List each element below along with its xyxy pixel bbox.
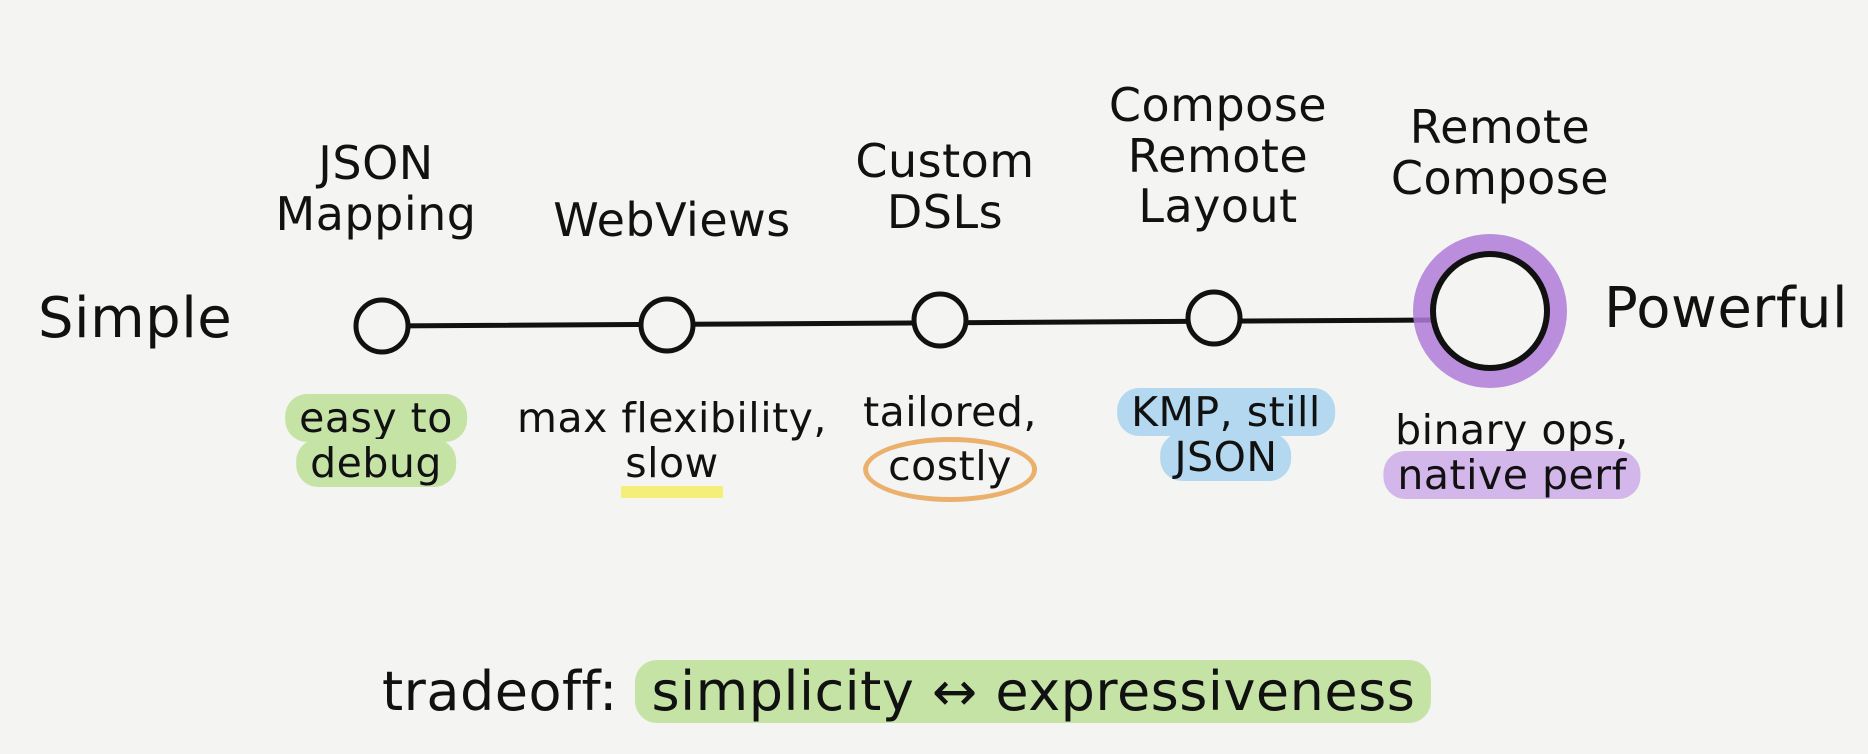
note-highlight: native perf <box>1383 451 1641 500</box>
note-compose-remote-layout: KMP, still JSON <box>1117 388 1335 482</box>
label-line: Layout <box>1138 179 1298 234</box>
node-remote-compose <box>1430 251 1550 371</box>
node-compose-remote-layout <box>1185 289 1243 347</box>
note-line: binary ops, <box>1395 406 1629 454</box>
note-custom-dsls: tailored, costly <box>863 388 1037 503</box>
label-line: WebViews <box>553 193 791 247</box>
note-json-mapping: easy to debug <box>285 394 467 488</box>
note-webviews: max flexibility, slow <box>517 394 827 499</box>
label-remote-compose: Remote Compose <box>1391 102 1609 203</box>
node-json-mapping <box>353 297 411 355</box>
label-line: Custom <box>855 134 1035 188</box>
label-line: DSLs <box>886 184 1004 239</box>
note-highlight: KMP, still <box>1117 388 1335 436</box>
tradeoff-highlight: simplicity ↔ expressiveness <box>635 660 1432 723</box>
scale-right-label: Powerful <box>1604 276 1849 341</box>
note-underlined: slow <box>621 441 723 499</box>
note-highlight: JSON <box>1160 433 1292 482</box>
label-line: Compose <box>1108 78 1328 132</box>
label-line: Remote <box>1127 128 1309 183</box>
tradeoff-left: simplicity <box>651 660 915 723</box>
label-line: Mapping <box>275 186 477 241</box>
note-line: max flexibility, <box>517 394 827 442</box>
node-webviews <box>638 296 696 354</box>
tradeoff-prefix: tradeoff: <box>382 660 618 723</box>
scale-left-label: Simple <box>38 286 233 351</box>
label-compose-remote-layout: Compose Remote Layout <box>1109 80 1327 232</box>
node-custom-dsls <box>911 291 969 349</box>
label-line: Compose <box>1390 150 1610 205</box>
note-circled: costly <box>863 437 1037 503</box>
note-remote-compose: binary ops, native perf <box>1383 406 1641 500</box>
tradeoff-arrow-icon: ↔ <box>932 660 978 723</box>
timeline-line <box>378 317 1435 329</box>
tradeoff-caption: tradeoff: simplicity ↔ expressiveness <box>382 660 1432 723</box>
node-remote-compose-glow <box>1413 234 1567 388</box>
label-line: Remote <box>1409 100 1591 154</box>
note-line: tailored, <box>863 388 1037 436</box>
note-highlight: debug <box>296 439 456 488</box>
note-highlight: easy to <box>285 394 467 442</box>
label-line: JSON <box>318 136 434 190</box>
label-json-mapping: JSON Mapping <box>276 138 477 239</box>
label-custom-dsls: Custom DSLs <box>855 136 1034 237</box>
label-webviews: WebViews <box>553 195 790 246</box>
tradeoff-right: expressiveness <box>995 660 1416 723</box>
